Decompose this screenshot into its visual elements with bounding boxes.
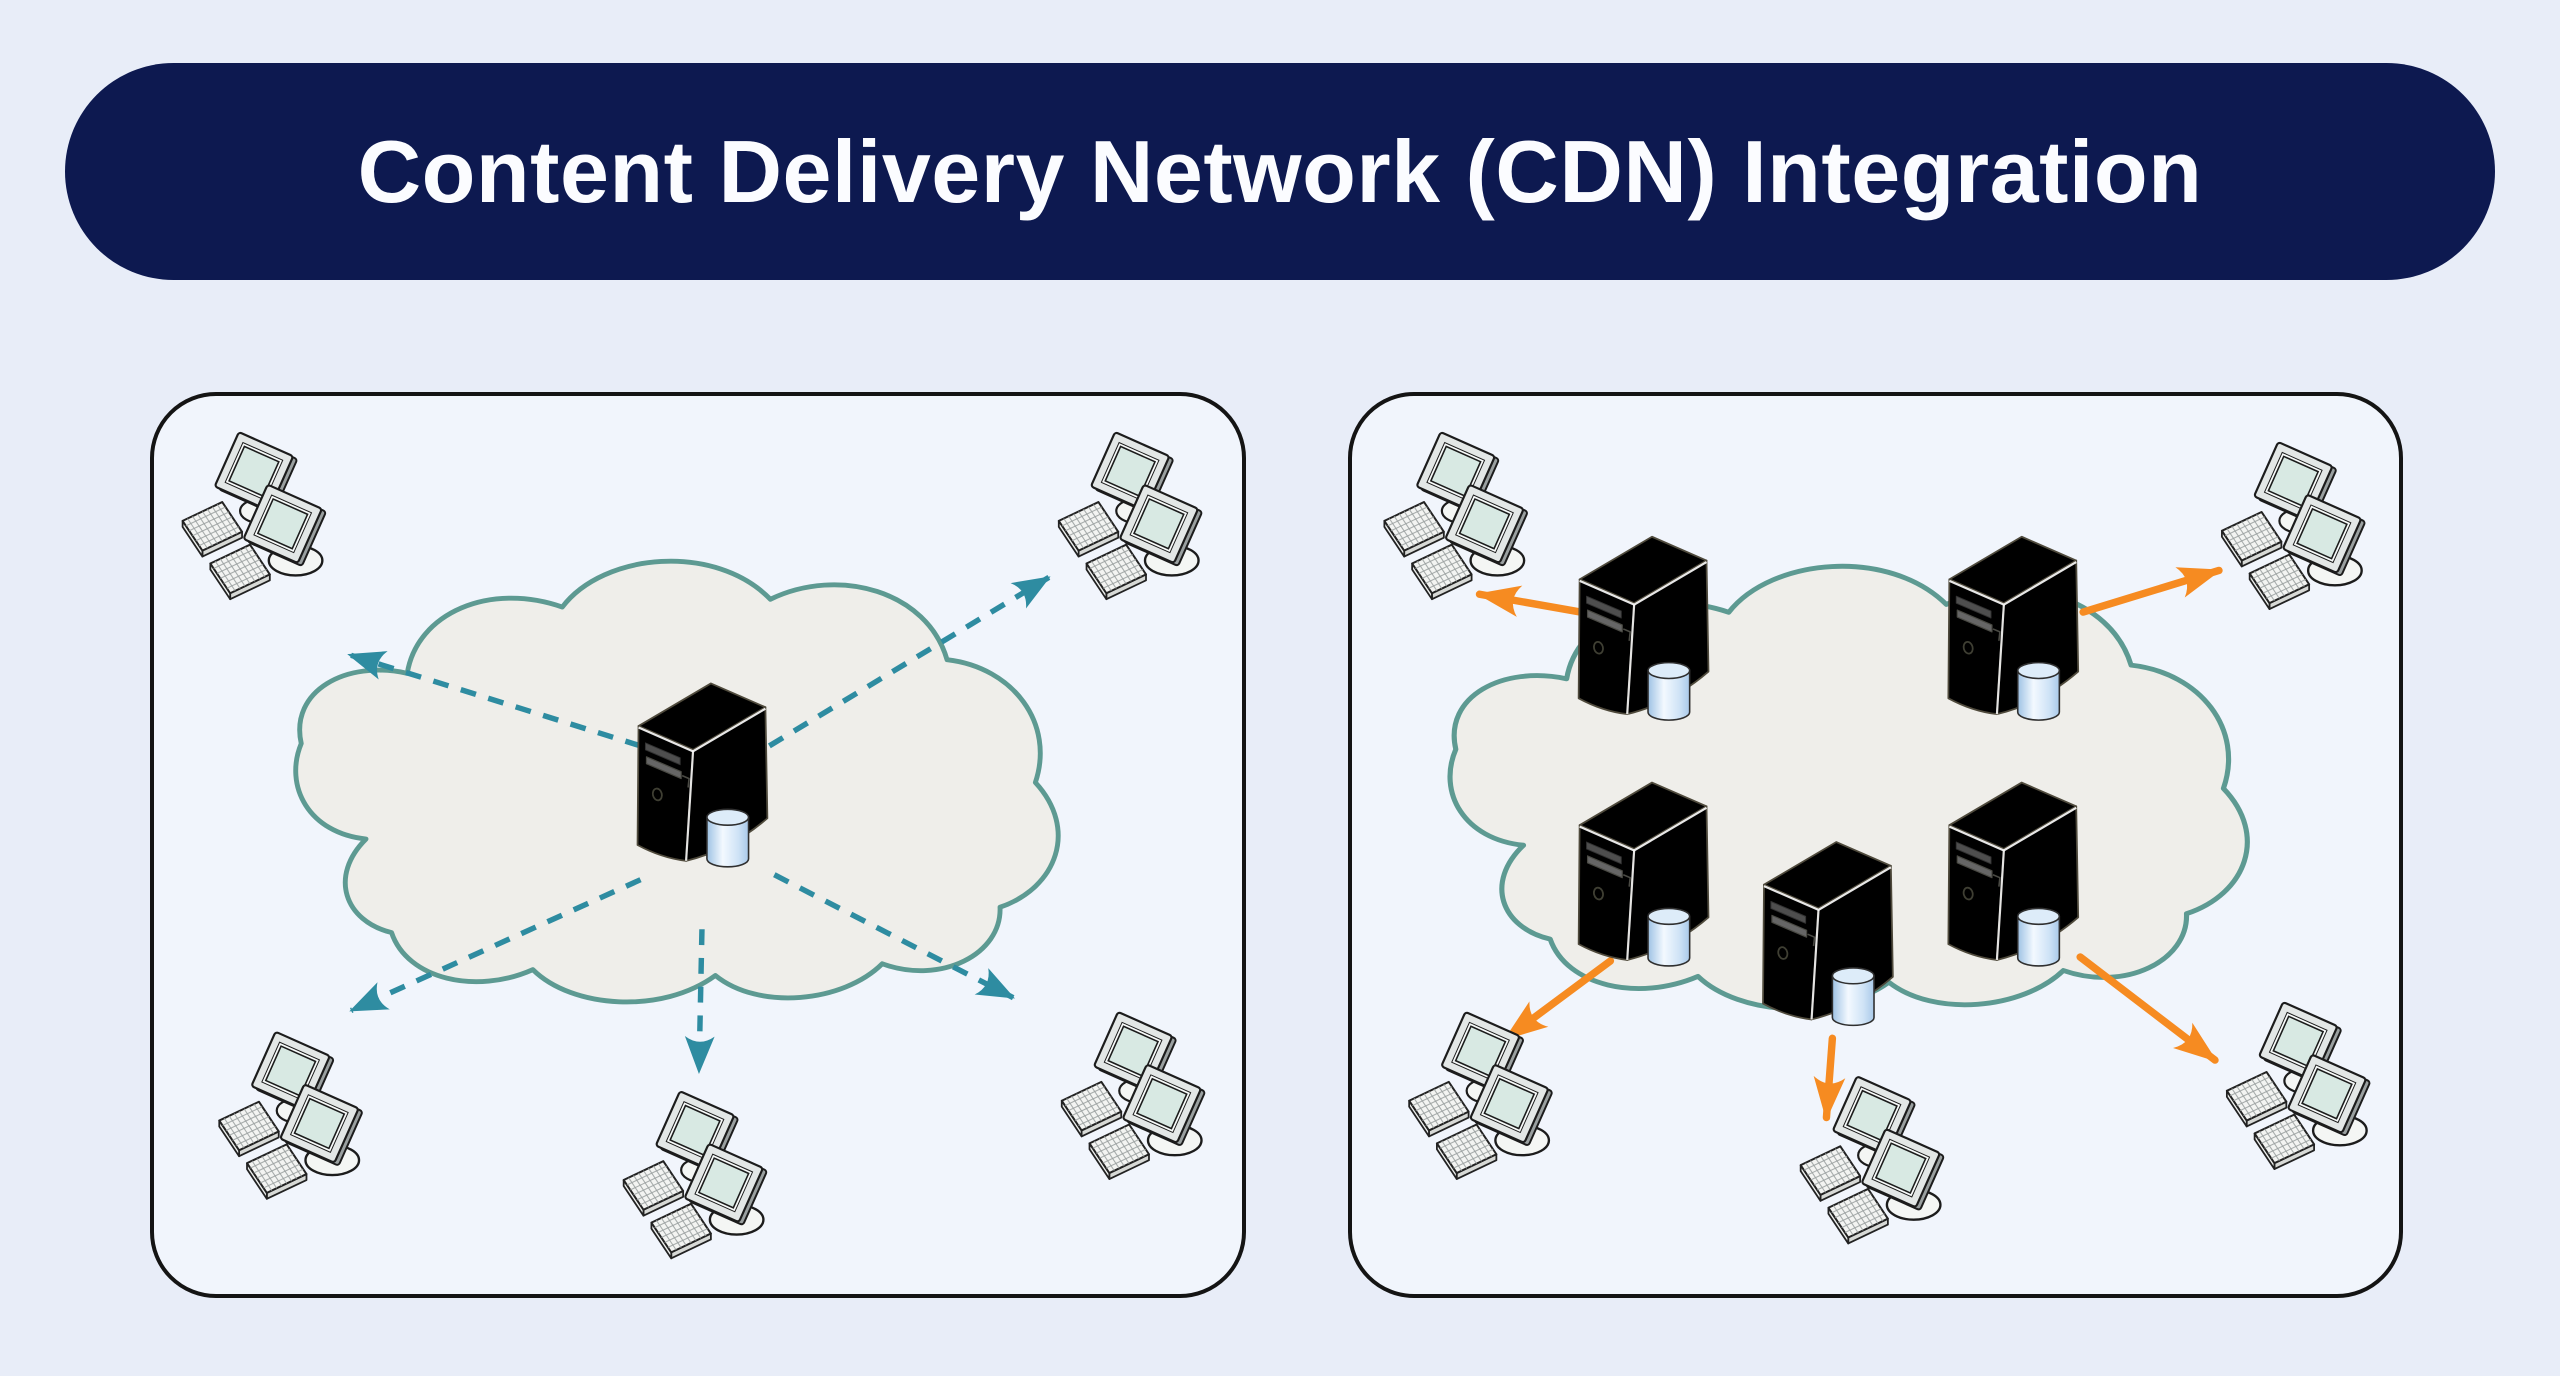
client-workstation-icon (1059, 432, 1203, 599)
title-banner: Content Delivery Network (CDN) Integrati… (65, 63, 2495, 280)
client-workstation-icon (1801, 1076, 1945, 1243)
cdn-distribution-panel (1348, 392, 2403, 1298)
client-workstation-icon (219, 1032, 363, 1199)
origin-delivery-arrow (684, 929, 715, 1074)
client-workstation-icon (1384, 432, 1528, 599)
cdn-edge-server-icon (1579, 537, 1709, 720)
origin-delivery-arrow (349, 877, 642, 1014)
cdn-edge-server-icon (1948, 537, 2078, 720)
edge-delivery-arrow (2076, 953, 2219, 1064)
client-workstation-icon (1409, 1012, 1553, 1179)
client-workstation-icon (624, 1091, 768, 1258)
origin-delivery-arrow (767, 575, 1051, 749)
edge-delivery-arrow (2079, 566, 2223, 616)
edge-delivery-arrow (1475, 585, 1585, 617)
client-workstation-icon (2227, 1002, 2371, 1169)
client-workstation-icon (1062, 1012, 1206, 1179)
origin-diagram-canvas (154, 396, 1242, 1294)
origin-delivery-arrow (347, 651, 642, 749)
edge-delivery-arrow (1813, 1034, 1846, 1122)
cdn-diagram-canvas (1352, 396, 2399, 1294)
edge-delivery-arrow (1502, 957, 1615, 1042)
client-workstation-icon (2222, 442, 2366, 609)
client-workstation-icon (183, 432, 327, 599)
origin-distribution-panel (150, 392, 1246, 1298)
diagram-title: Content Delivery Network (CDN) Integrati… (357, 121, 2203, 221)
